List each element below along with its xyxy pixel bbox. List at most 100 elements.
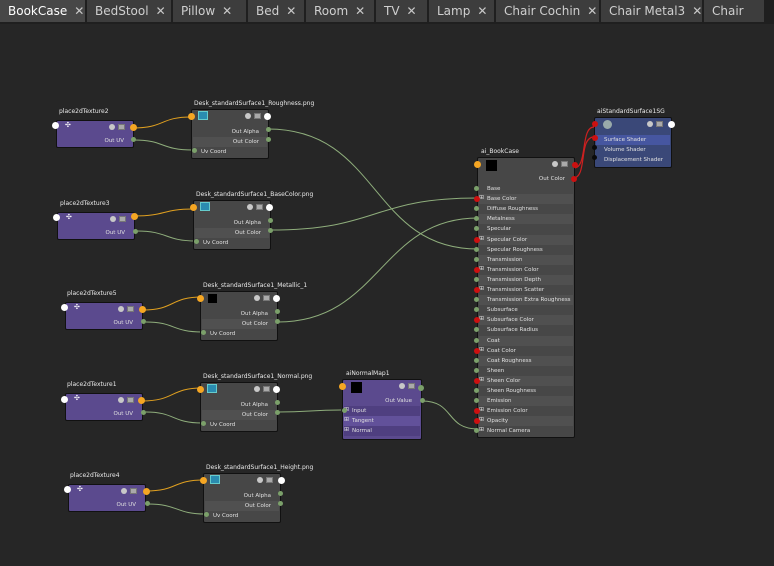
close-icon[interactable]: ✕: [406, 4, 417, 18]
port-out-msg[interactable]: [418, 385, 424, 391]
port-in[interactable]: [53, 214, 60, 221]
swatch-toggle-icon[interactable]: [266, 477, 273, 483]
port-out-uv[interactable]: [133, 229, 138, 234]
close-icon[interactable]: ✕: [587, 4, 598, 18]
settings-icon[interactable]: [647, 121, 653, 127]
close-icon[interactable]: ✕: [155, 4, 166, 18]
port-volume-shader[interactable]: [592, 145, 597, 150]
swatch-toggle-icon[interactable]: [656, 121, 663, 127]
close-icon[interactable]: ✕: [477, 4, 488, 18]
expand-icon[interactable]: ⊞: [479, 234, 485, 242]
port-attr-in[interactable]: [474, 196, 480, 203]
port-attr-in[interactable]: [474, 377, 480, 384]
tab-chair-cochin[interactable]: Chair Cochin✕: [496, 0, 599, 22]
port-out-alpha[interactable]: [278, 491, 283, 496]
port-attr-in[interactable]: [474, 226, 479, 232]
node-place2dtexture4[interactable]: place2dTexture4 ✣ Out UV: [64, 472, 150, 512]
swatch-toggle-icon[interactable]: [561, 161, 568, 167]
port-in[interactable]: [61, 304, 68, 311]
port-out-color[interactable]: [268, 228, 273, 233]
close-icon[interactable]: ✕: [286, 4, 297, 18]
port-out[interactable]: [273, 295, 280, 302]
port-attr-in[interactable]: [474, 428, 479, 434]
port-out-color[interactable]: [275, 410, 280, 415]
port-out-color[interactable]: [275, 319, 280, 324]
port-msg-in[interactable]: [197, 295, 204, 302]
port-attr-in[interactable]: [474, 418, 480, 425]
settings-icon[interactable]: [552, 161, 558, 167]
tab-bed[interactable]: Bed✕: [248, 0, 304, 22]
port-out-uv[interactable]: [141, 410, 146, 415]
port-out-alpha[interactable]: [275, 309, 280, 314]
tab-chair-metal3[interactable]: Chair Metal3✕: [601, 0, 702, 22]
port-attr-in[interactable]: [474, 246, 479, 252]
port-attr-in[interactable]: [474, 186, 479, 191]
expand-icon[interactable]: ⊞: [479, 375, 485, 383]
port-displacement-shader[interactable]: [592, 155, 597, 160]
swatch-toggle-icon[interactable]: [408, 383, 415, 389]
port-attr-in[interactable]: [474, 367, 479, 373]
node-editor-canvas[interactable]: place2dTexture2 ✣ Out UV place2dTexture3…: [0, 24, 774, 566]
port-out-alpha[interactable]: [266, 127, 271, 132]
settings-icon[interactable]: [118, 306, 124, 312]
port-attr-in[interactable]: [474, 388, 479, 393]
port-msg[interactable]: [138, 397, 145, 404]
port-attr-in[interactable]: [474, 256, 479, 262]
port-msg-in[interactable]: [188, 113, 195, 120]
node-aistandardsurface1sg[interactable]: aiStandardSurface1SG Surface Shader Volu…: [592, 108, 675, 168]
port-out-alpha[interactable]: [275, 400, 280, 405]
swatch-toggle-icon[interactable]: [127, 397, 134, 403]
port-out-uv[interactable]: [141, 319, 146, 324]
swatch-toggle-icon[interactable]: [263, 386, 270, 392]
port-msg-in[interactable]: [197, 386, 204, 393]
tab-pillow[interactable]: Pillow✕: [173, 0, 246, 22]
port-msg[interactable]: [131, 213, 138, 220]
expand-icon[interactable]: ⊞: [479, 194, 485, 202]
node-file-normal[interactable]: Desk_standardSurface1_Normal.png Out Alp…: [197, 373, 312, 432]
port-uv-in[interactable]: [201, 330, 206, 335]
port-out-alpha[interactable]: [268, 218, 273, 223]
tab-bedstool[interactable]: BedStool✕: [87, 0, 171, 22]
tab-lamp[interactable]: Lamp✕: [429, 0, 494, 22]
close-icon[interactable]: ✕: [74, 4, 85, 18]
port-out[interactable]: [264, 113, 271, 120]
port-msg-in[interactable]: [190, 204, 197, 211]
tab-bookcase[interactable]: BookCase✕: [0, 0, 85, 22]
port-out[interactable]: [668, 121, 675, 128]
port-attr-in[interactable]: [474, 357, 479, 363]
node-file-roughness[interactable]: Desk_standardSurface1_Roughness.png Out …: [188, 100, 314, 159]
port-attr-in[interactable]: [474, 266, 480, 273]
expand-icon[interactable]: ⊞: [344, 416, 350, 423]
settings-icon[interactable]: [257, 477, 263, 483]
port-msg[interactable]: [143, 488, 150, 495]
swatch-toggle-icon[interactable]: [263, 295, 270, 301]
expand-icon[interactable]: ⊞: [479, 264, 485, 272]
tab-tv[interactable]: TV✕: [376, 0, 427, 22]
port-attr-in[interactable]: [474, 216, 479, 222]
expand-icon[interactable]: ⊞: [479, 416, 485, 424]
port-in[interactable]: [52, 122, 59, 129]
settings-icon[interactable]: [109, 124, 115, 130]
port-attr-in[interactable]: [474, 206, 479, 212]
tab-room[interactable]: Room✕: [306, 0, 374, 22]
port-attr-in[interactable]: [474, 276, 479, 282]
swatch-toggle-icon[interactable]: [119, 216, 126, 222]
port-uv-in[interactable]: [192, 148, 197, 153]
port-out-uv[interactable]: [145, 501, 150, 506]
port-uv-in[interactable]: [204, 512, 209, 517]
node-ainormalmap1[interactable]: aiNormalMap1 Out Value Input Tangent Nor…: [339, 370, 425, 440]
expand-icon[interactable]: ⊞: [479, 426, 485, 434]
port-out[interactable]: [266, 204, 273, 211]
node-place2dtexture2[interactable]: place2dTexture2 ✣ Out UV: [52, 108, 137, 148]
expand-icon[interactable]: ⊞: [479, 345, 485, 353]
swatch-toggle-icon[interactable]: [256, 204, 263, 210]
node-file-basecolor[interactable]: Desk_standardSurface1_BaseColor.png Out …: [190, 191, 313, 250]
port-msg[interactable]: [139, 306, 146, 313]
port-out[interactable]: [572, 162, 578, 168]
expand-icon[interactable]: ⊞: [479, 406, 485, 414]
port-input[interactable]: [342, 408, 347, 413]
tab-chair[interactable]: Chair: [704, 0, 764, 22]
settings-icon[interactable]: [399, 383, 405, 389]
port-attr-in[interactable]: [474, 398, 479, 404]
